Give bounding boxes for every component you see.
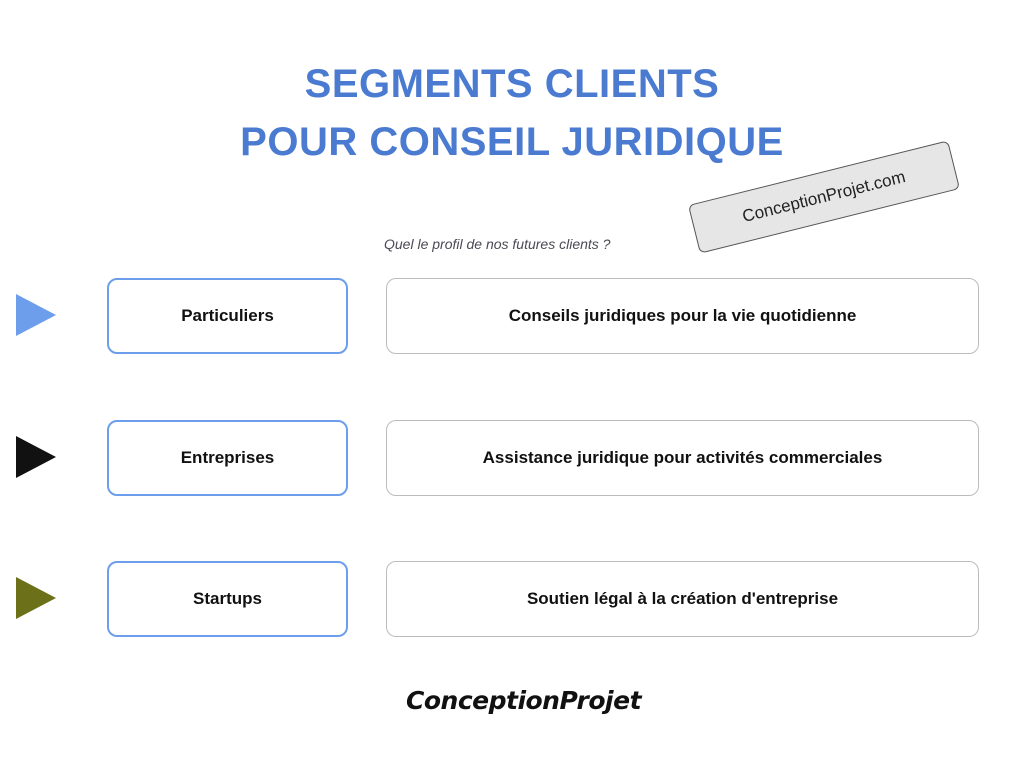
segment-row-particuliers: Particuliers Conseils juridiques pour la… <box>0 278 1024 354</box>
segment-box: Entreprises <box>107 420 348 496</box>
page-title-line-1: SEGMENTS CLIENTS <box>304 62 720 106</box>
triangle-right-icon <box>16 577 56 619</box>
segment-label: Startups <box>193 589 262 608</box>
page-title-line-2: POUR CONSEIL JURIDIQUE <box>240 120 784 164</box>
arrow-shape <box>16 436 56 478</box>
segment-label: Particuliers <box>181 306 274 325</box>
segment-label: Entreprises <box>180 448 275 467</box>
description-box: Conseils juridiques pour la vie quotidie… <box>386 278 979 354</box>
segment-row-entreprises: Entreprises Assistance juridique pour ac… <box>0 420 1024 496</box>
description-label: Soutien légal à la création d'entreprise <box>526 589 839 608</box>
segment-row-startups: Startups Soutien légal à la création d'e… <box>0 561 1024 637</box>
brand-logo-text: ConceptionProjet <box>406 685 642 715</box>
triangle-right-icon <box>16 294 56 336</box>
segment-box: Startups <box>107 561 348 637</box>
arrow-shape <box>16 294 56 336</box>
description-box: Soutien légal à la création d'entreprise <box>386 561 979 637</box>
triangle-right-icon <box>16 436 56 478</box>
description-label: Conseils juridiques pour la vie quotidie… <box>508 306 857 325</box>
watermark-stamp-text: ConceptionProjet.com <box>740 167 908 226</box>
description-label: Assistance juridique pour activités comm… <box>482 448 883 467</box>
segment-box: Particuliers <box>107 278 348 354</box>
arrow-shape <box>16 577 56 619</box>
description-box: Assistance juridique pour activités comm… <box>386 420 979 496</box>
brand-logo: ConceptionProjet <box>400 680 642 720</box>
subtitle: Quel le profil de nos futures clients ? <box>384 236 611 252</box>
